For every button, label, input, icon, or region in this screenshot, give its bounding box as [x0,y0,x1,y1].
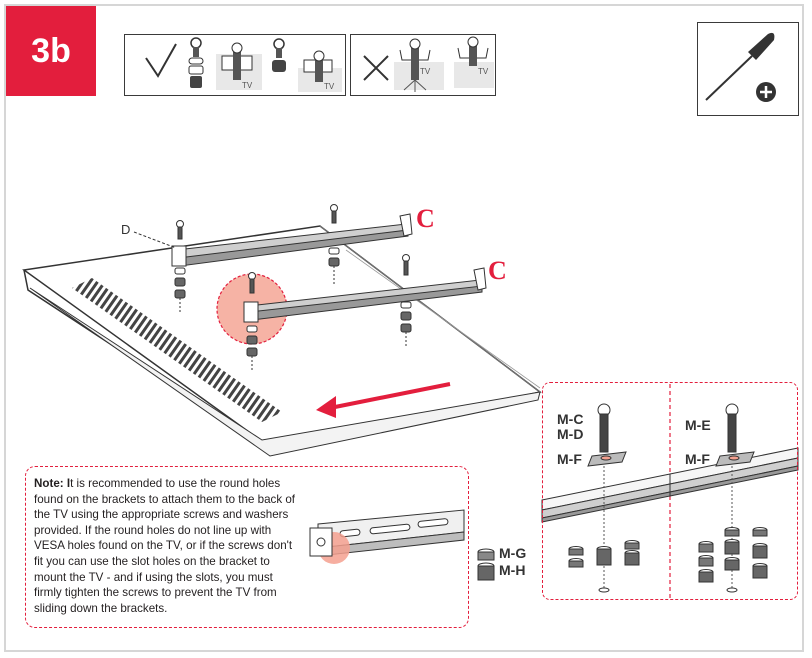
part-mg-label: M-G [499,545,527,561]
part-mf-label-left: M-F [557,451,582,467]
phillips-head-icon [756,82,776,102]
mounting-bracket-lower [243,267,487,323]
note-lead: Note: I [34,477,71,490]
page-frame [4,4,804,652]
bracket-slot-detail [309,509,465,564]
part-md-label: M-D [557,426,584,442]
step-badge: 3b [6,6,96,96]
spacers-right [698,527,768,593]
callout-c-upper: C [416,204,435,233]
direction-arrow [316,382,451,418]
part-mc-label: M-C [557,411,584,427]
part-me-label: M-E [685,417,711,433]
tv-vent-grille [72,278,282,422]
part-mh-label: M-H [499,562,526,578]
note-box [25,466,469,628]
cross-mark-icon [363,55,389,81]
part-mf-label-right: M-F [685,451,710,467]
screw-too-long-icon: TV [394,38,444,92]
screw-stacks [174,204,412,370]
tv-label: TV [478,67,489,76]
long-screw-left [587,403,627,590]
tv-label: TV [324,82,335,91]
spacer-mg-mh-icon [477,548,495,581]
check-mark-icon [145,43,177,78]
step-number: 3b [31,31,71,70]
screw-too-short-icon: TV [454,36,494,88]
callout-d: D [121,222,131,237]
spacers-left [568,540,640,593]
tv-label: TV [420,67,431,76]
short-screw-icon [272,38,286,72]
tv-back-panel [22,225,542,457]
screwdriver-icon [705,32,775,101]
callout-c-lower: C [488,256,507,285]
screw-with-spacers-icon [188,37,204,88]
tv-mount-screw-short-icon: TV [298,50,342,92]
tool-required-box [697,22,799,116]
note-body: t is recommended to use the round holes … [34,477,296,615]
rail-right [669,447,799,497]
note-text: Note: It is recommended to use the round… [34,476,296,616]
callout-d-leader [133,231,177,249]
hardware-detail-box [542,382,798,600]
tv-label: TV [242,81,253,90]
tv-mount-screw-icon: TV [216,42,262,90]
mounting-bracket-upper [171,213,413,267]
